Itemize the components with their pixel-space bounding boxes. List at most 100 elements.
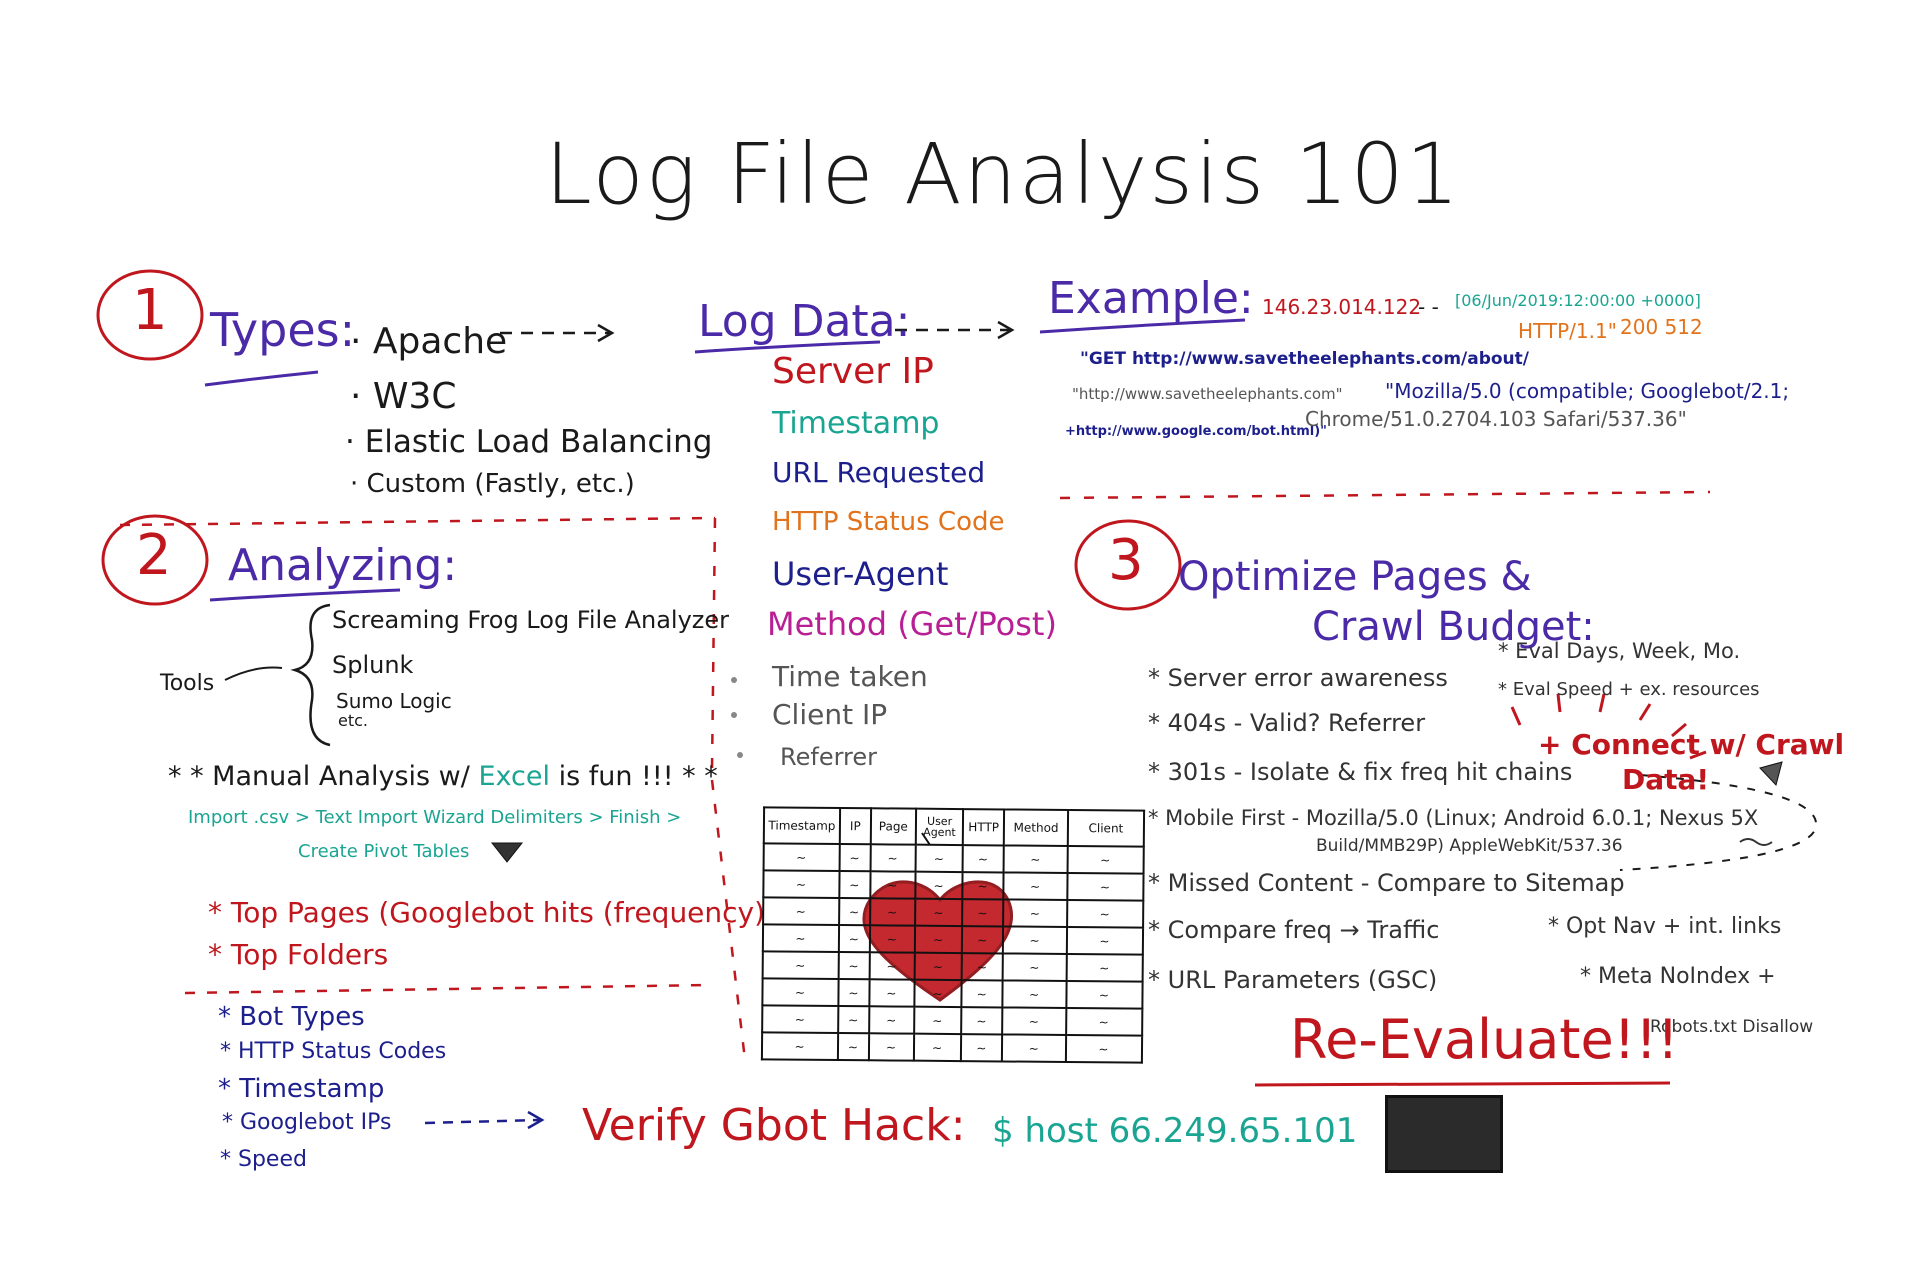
tools-brace	[290, 603, 331, 747]
section-1-number: 1	[132, 278, 168, 343]
section-3-number: 3	[1108, 528, 1144, 593]
table-cell: ~	[870, 871, 916, 899]
example-date: [06/Jun/2019:12:00:00 +0000]	[1455, 291, 1701, 310]
tool-etc: etc.	[338, 711, 368, 730]
table-cell: ~	[838, 952, 870, 980]
example-user-agent: "Mozilla/5.0 (compatible; Googlebot/2.1;	[1385, 379, 1790, 403]
table-cell: ~	[762, 978, 839, 1007]
table-cell: ~	[961, 1007, 1003, 1035]
opt-eval-speed: * Eval Speed + ex. resources	[1498, 679, 1760, 700]
example-referrer: "http://www.savetheelephants.com"	[1072, 385, 1343, 403]
table-header-ip: IP	[839, 808, 871, 845]
table-cell: ~	[839, 898, 871, 926]
table-cell: ~	[869, 898, 916, 926]
optimize-heading-line1: Optimize Pages &	[1178, 554, 1532, 600]
table-cell: ~	[839, 844, 871, 872]
table-cell: ~	[868, 1033, 915, 1061]
table-header-row: Timestamp IP Page User Agent HTTP Method…	[763, 807, 1145, 847]
example-protocol: HTTP/1.1"	[1518, 319, 1617, 343]
type-item-apache: · Apache	[350, 321, 508, 362]
example-ip: 146.23.014.122	[1262, 295, 1422, 319]
optimize-heading-line2: Crawl Budget:	[1312, 604, 1595, 650]
opt-404s: * 404s - Valid? Referrer	[1148, 709, 1426, 737]
table-cell: ~	[1066, 953, 1143, 982]
table-cell: ~	[1003, 926, 1068, 954]
type-item-elb: · Elastic Load Balancing	[345, 424, 713, 460]
table-cell: ~	[762, 951, 839, 980]
bullet-bot-types: * Bot Types	[218, 1002, 365, 1032]
table-cell: ~	[869, 979, 915, 1007]
manual-suffix: is fun !!! * *	[558, 761, 718, 792]
table-header-timestamp: Timestamp	[763, 807, 841, 845]
example-get: "GET http://www.savetheelephants.com/abo…	[1080, 349, 1529, 369]
log-item-url: URL Requested	[772, 456, 986, 489]
table-cell: ~	[914, 1006, 962, 1035]
table-cell: ~	[763, 897, 840, 926]
table-cell: ~	[1066, 1007, 1143, 1036]
reevaluate-text: Re-Evaluate!!!	[1290, 1008, 1679, 1071]
pivot-tables: Create Pivot Tables	[298, 841, 470, 862]
divider-mid	[184, 983, 711, 995]
table-cell: ~	[1065, 1034, 1143, 1063]
table-cell: ~	[763, 870, 840, 899]
table-cell: ~	[1003, 872, 1068, 900]
opt-robots-disallow: Robots.txt Disallow	[1650, 1017, 1814, 1037]
types-underline	[204, 370, 319, 387]
table-cell: ~	[915, 871, 963, 900]
table-cell: ~	[1002, 1034, 1067, 1062]
table-cell: ~	[1067, 899, 1144, 928]
table-row: ~~~~~~~	[763, 897, 1144, 928]
table-header-user-agent: User Agent	[915, 808, 964, 846]
table-cell: ~	[869, 925, 916, 953]
type-item-custom: · Custom (Fastly, etc.)	[350, 469, 635, 499]
table-cell: ~	[1002, 1007, 1067, 1035]
type-item-w3c: · W3C	[350, 376, 457, 417]
log-item-timestamp: Timestamp	[772, 406, 940, 441]
table-cell: ~	[962, 845, 1005, 873]
table-header-client: Client	[1067, 809, 1145, 847]
table-cell: ~	[762, 1005, 839, 1034]
log-item-http-status: HTTP Status Code	[772, 507, 1005, 537]
manual-analysis-line: * * Manual Analysis w/ Excel is fun !!! …	[168, 762, 718, 792]
example-status: 200 512	[1620, 315, 1703, 339]
divider-right	[1059, 490, 1711, 500]
example-heading: Example:	[1048, 273, 1254, 324]
filter-icon	[490, 842, 524, 863]
analyzing-heading: Analyzing:	[228, 540, 458, 591]
opt-meta-noindex: * Meta NoIndex +	[1580, 964, 1776, 989]
opt-mobile-build: Build/MMB29P) AppleWebKit/537.36	[1316, 836, 1623, 856]
table-cell: ~	[839, 871, 871, 899]
table-cell: ~	[914, 952, 963, 981]
example-bot-url: +http://www.google.com/bot.html)"	[1065, 424, 1327, 439]
table-row: ~~~~~~~	[763, 870, 1144, 901]
table-cell: ~	[1003, 845, 1068, 873]
opt-compare-freq: * Compare freq → Traffic	[1148, 916, 1440, 944]
opt-eval-days: * Eval Days, Week, Mo.	[1498, 639, 1741, 663]
table-cell: ~	[962, 926, 1004, 954]
opt-url-parameters: * URL Parameters (GSC)	[1148, 966, 1438, 994]
page-title: Log File Analysis 101	[545, 125, 1462, 223]
bullet-timestamp: * Timestamp	[218, 1074, 385, 1104]
connect-crawl-line1: + Connect w/ Crawl	[1538, 728, 1845, 761]
table-row: ~~~~~~~	[761, 1032, 1143, 1063]
table-cell: ~	[838, 925, 870, 953]
table-row: ~~~~~~~	[762, 1005, 1143, 1036]
reevaluate-underline	[1254, 1081, 1671, 1087]
table-header-http: HTTP	[963, 809, 1005, 846]
types-heading: Types:	[210, 303, 356, 357]
import-steps: Import .csv > Text Import Wizard Delimit…	[188, 807, 682, 828]
table-header-page: Page	[870, 808, 917, 845]
table-cell: ~	[961, 953, 1004, 981]
example-chrome: Chrome/51.0.2704.103 Safari/537.36"	[1305, 407, 1687, 431]
example-dash: - -	[1418, 295, 1439, 319]
tool-screaming-frog: Screaming Frog Log File Analyzer	[332, 606, 730, 634]
bullet-googlebot-ips: * Googlebot IPs	[222, 1110, 392, 1135]
table-cell: ~	[868, 1006, 915, 1034]
table-cell: ~	[1066, 980, 1143, 1009]
opt-missed-content: * Missed Content - Compare to Sitemap	[1148, 869, 1625, 897]
table-cell: ~	[915, 844, 964, 873]
table-cell: ~	[1002, 953, 1067, 981]
verify-command: $ host 66.249.65.101	[992, 1111, 1358, 1151]
table-body: ~~~~~~~~~~~~~~~~~~~~~~~~~~~~~~~~~~~~~~~~…	[761, 843, 1144, 1063]
table-header-method: Method	[1004, 809, 1069, 846]
